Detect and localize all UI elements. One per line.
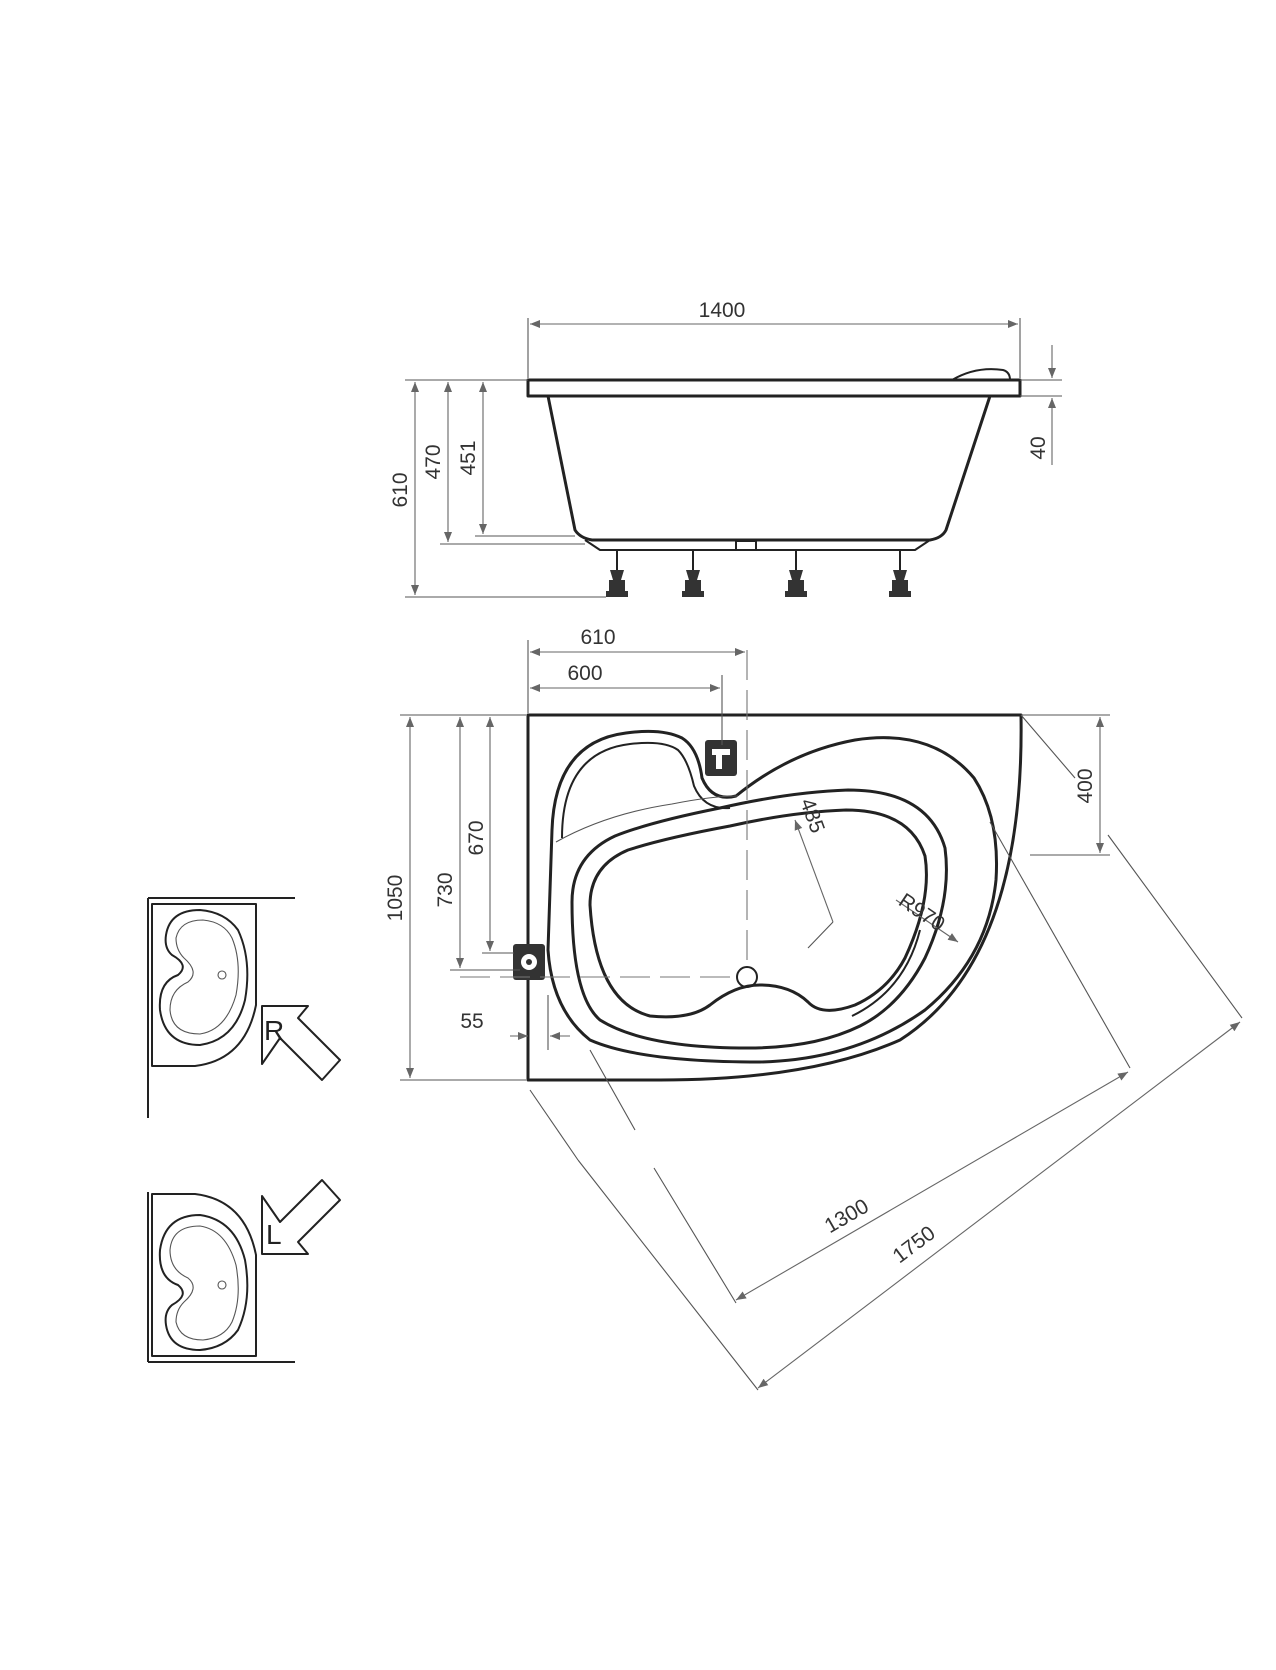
arrow-icon-right-variant bbox=[261, 1005, 341, 1081]
side-view-shell bbox=[546, 394, 992, 542]
side-view-rim bbox=[526, 378, 1022, 398]
variant-legend: R L bbox=[147, 897, 341, 1363]
dim-label-610-height: 610 bbox=[389, 472, 412, 507]
dim-label-470: 470 bbox=[422, 444, 445, 479]
dim-label-451: 451 bbox=[457, 440, 480, 475]
variant-left: L bbox=[148, 1179, 341, 1363]
dim-plan-horizontal: 610 600 bbox=[527, 626, 745, 745]
variant-left-letter: L bbox=[266, 1219, 282, 1250]
dim-label-r970: R970 bbox=[894, 889, 948, 936]
dim-label-40: 40 bbox=[1027, 436, 1050, 459]
dim-label-1050: 1050 bbox=[384, 875, 407, 922]
overflow-valve-icon bbox=[513, 944, 545, 980]
plan-view-basin-inner bbox=[588, 808, 928, 1019]
variant-right: R bbox=[148, 897, 341, 1081]
faucet-icon bbox=[705, 740, 737, 776]
plan-view-seat-edge-2 bbox=[555, 795, 739, 843]
plan-view-shell-outline bbox=[546, 729, 998, 1064]
side-view-headrest bbox=[951, 368, 1011, 381]
dim-label-670: 670 bbox=[465, 820, 488, 855]
arrow-icon-left-variant bbox=[261, 1179, 341, 1255]
plan-view-seat-edge bbox=[561, 741, 731, 839]
side-view-leg bbox=[606, 550, 628, 597]
dim-label-55: 55 bbox=[460, 1010, 483, 1033]
side-view-drain-box bbox=[735, 540, 757, 551]
side-view-support-tray bbox=[584, 539, 931, 551]
plan-view-basin-outer bbox=[570, 788, 948, 1050]
dim-label-600: 600 bbox=[567, 662, 602, 685]
drain-icon bbox=[736, 966, 758, 988]
dim-plan-400: 400 bbox=[1020, 714, 1110, 856]
dim-plan-vertical: 1050 730 670 bbox=[384, 714, 526, 1081]
dim-plan-diagonals: 1300 1750 bbox=[529, 821, 1243, 1391]
dim-rim-thickness: 40 bbox=[1020, 345, 1062, 465]
side-view-leg bbox=[785, 550, 807, 597]
dim-plan-radius: R970 bbox=[894, 889, 959, 943]
dim-label-730: 730 bbox=[434, 872, 457, 907]
side-view-leg bbox=[682, 550, 704, 597]
dim-side-width: 1400 bbox=[527, 299, 1021, 378]
dim-label-610: 610 bbox=[580, 626, 615, 649]
plan-view-basin-arc bbox=[851, 929, 921, 1017]
plan-view: 610 600 1050 730 670 55 485 bbox=[384, 626, 1243, 1391]
side-view-leg bbox=[889, 550, 911, 597]
dim-label-400: 400 bbox=[1074, 768, 1097, 803]
dim-label-1300: 1300 bbox=[821, 1195, 873, 1238]
dim-label-1400: 1400 bbox=[699, 299, 746, 322]
dim-plan-55: 55 bbox=[460, 995, 570, 1050]
side-view: 1400 610 470 451 40 bbox=[389, 299, 1062, 598]
dim-label-1750: 1750 bbox=[889, 1222, 940, 1268]
dim-plan-485: 485 bbox=[794, 795, 834, 949]
dim-label-485: 485 bbox=[795, 795, 829, 836]
dim-side-heights: 610 470 451 bbox=[389, 379, 606, 598]
variant-right-letter: R bbox=[264, 1015, 284, 1046]
